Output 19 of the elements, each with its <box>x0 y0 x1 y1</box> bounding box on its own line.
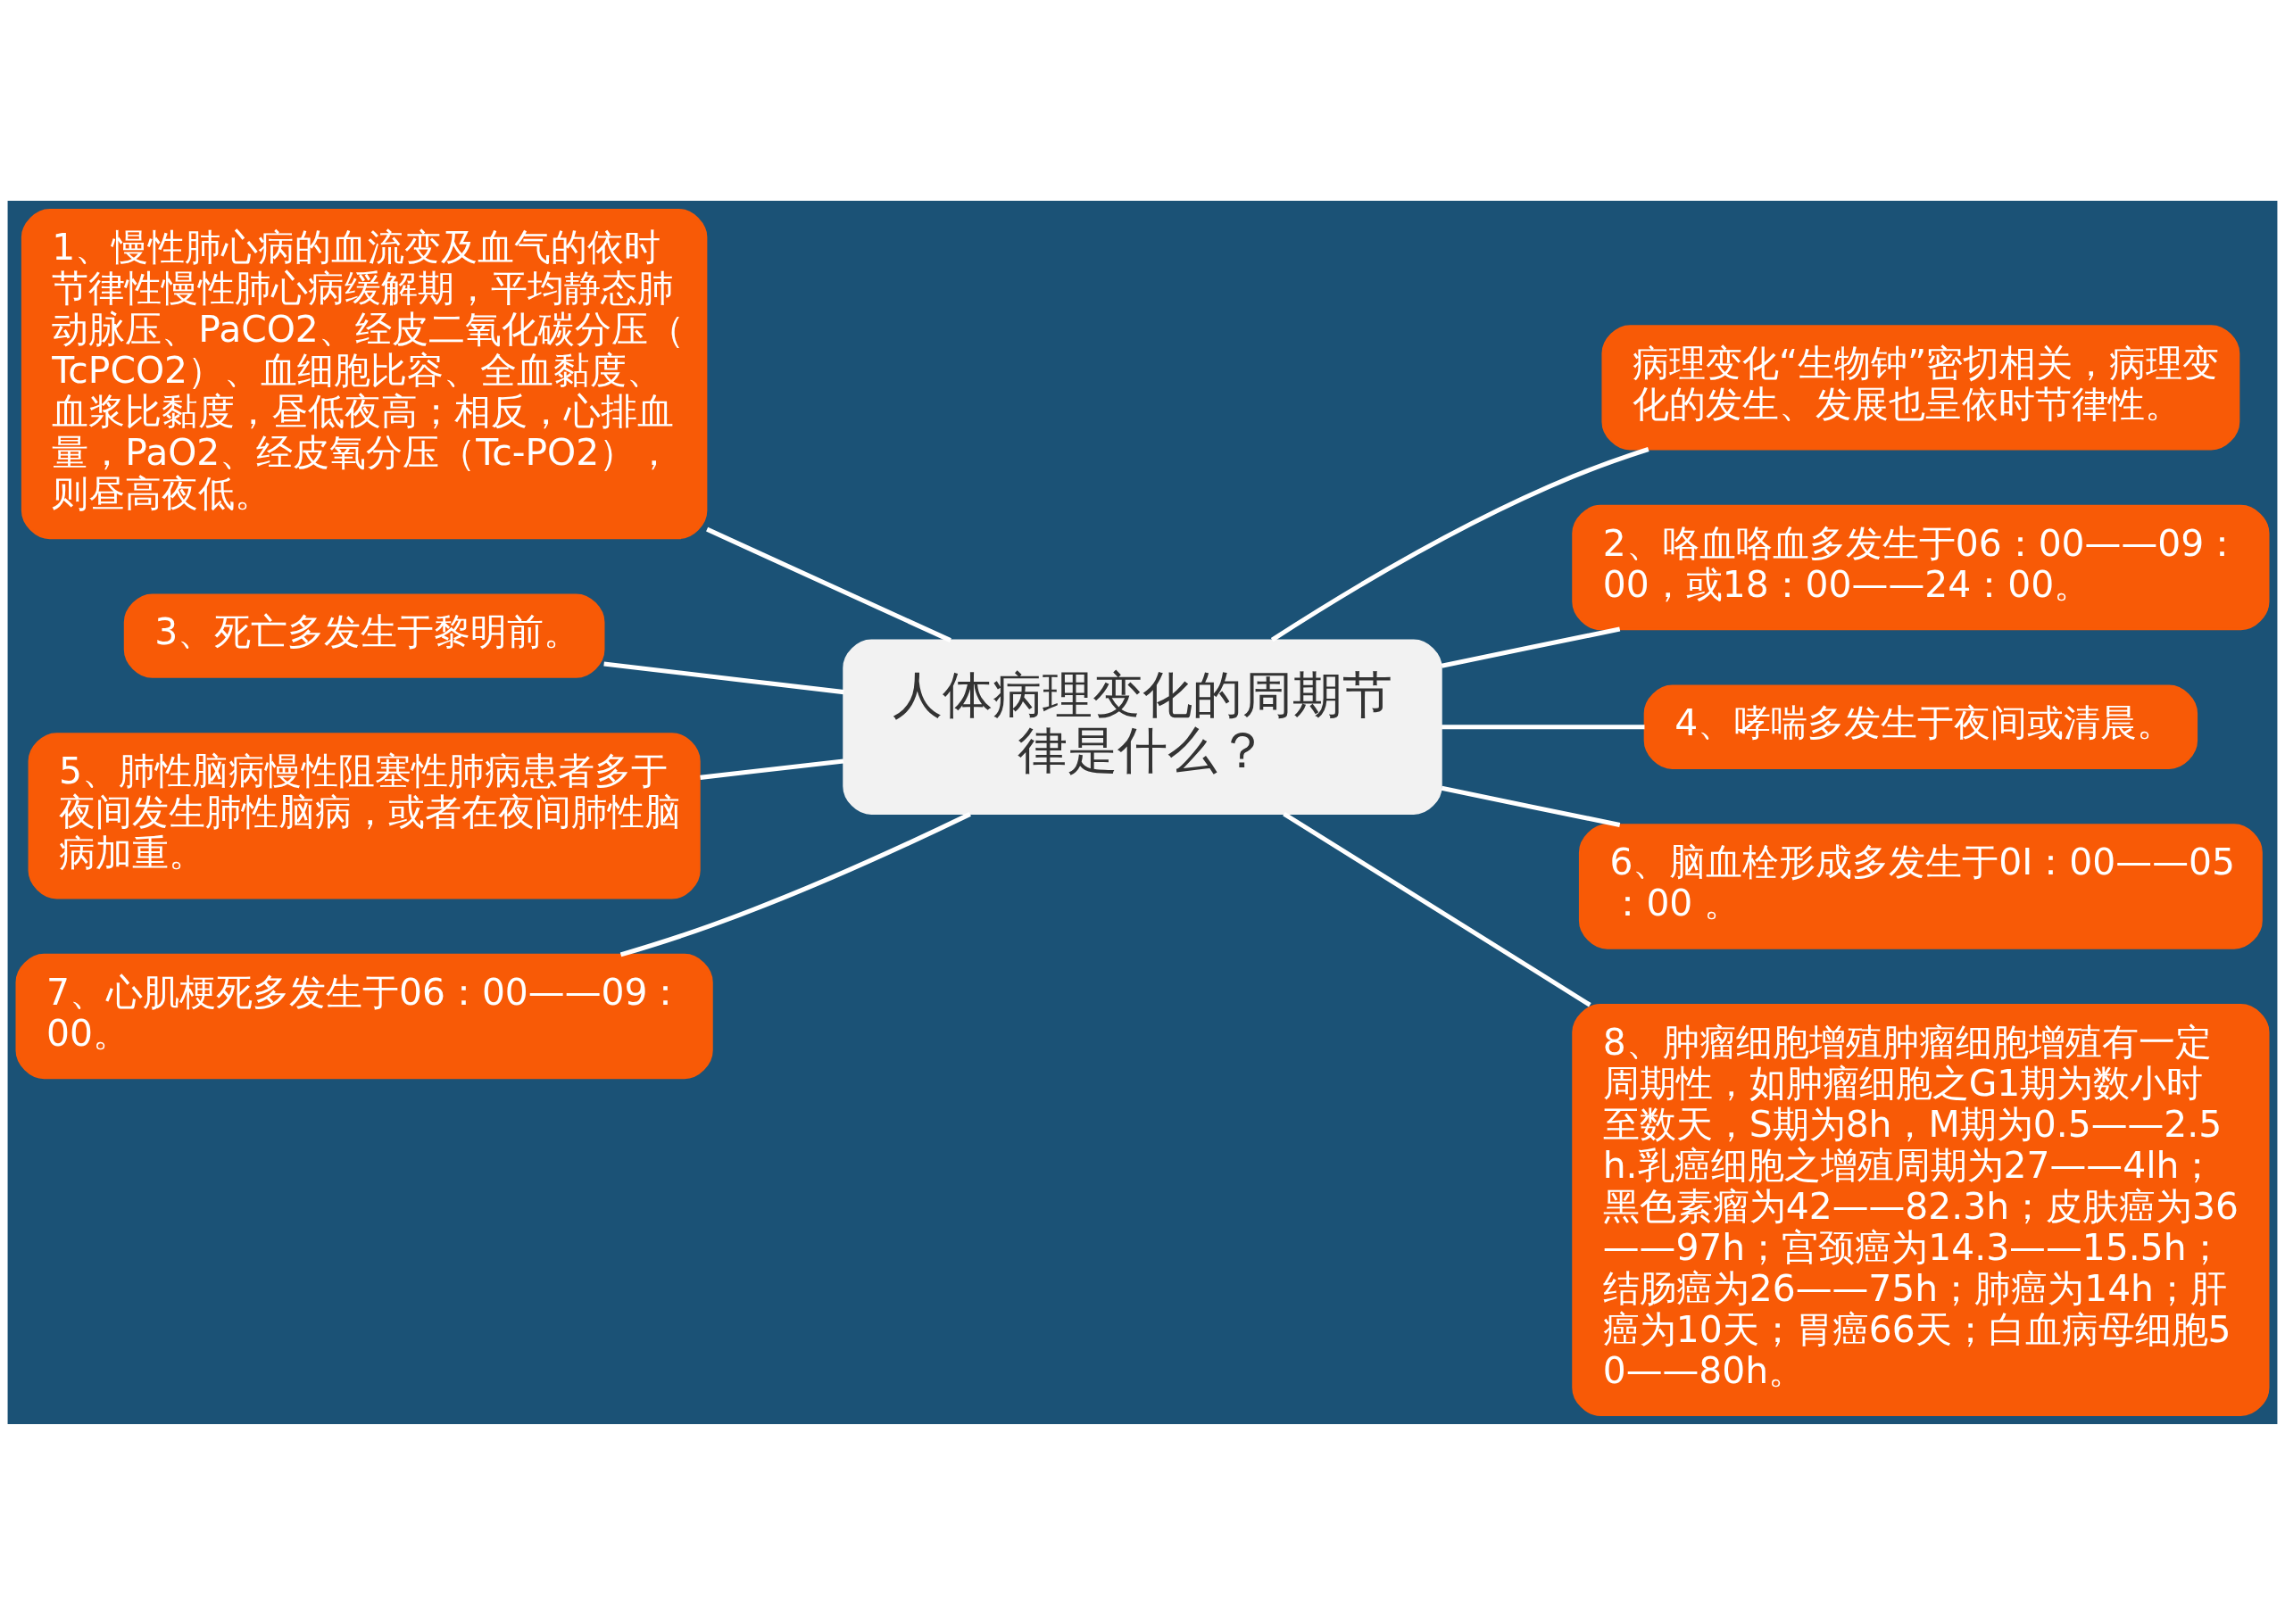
connector <box>1441 626 1621 668</box>
node-box: 2、咯血咯血多发生于06：00——09：00，或18：00——24：00。 <box>1572 504 2270 630</box>
connector <box>619 811 971 957</box>
node-box: 8、肿瘤细胞增殖肿瘤细胞增殖有一定周期性，如肿瘤细胞之G1期为数小时至数天，S期为8h，M期为0.5——2.5h.乳癌细胞之增殖周期为27——4lh；黑色素瘤为42——82.3h；皮肤癌为36——97h；宫颈癌为14.3——15.5h；结肠癌为26——75h；肺癌为14h；肝癌为10天；胃癌66天；白血病母细胞50——80h。 <box>1572 1003 2270 1416</box>
node-box: 病理变化“生物钟”密切相关，病理变化的发生、发展也呈依时节律性。 <box>1601 324 2240 451</box>
connector <box>700 758 844 780</box>
node-box: 5、肺性脑病慢性阻塞性肺病患者多于夜间发生肺性脑病，或者在夜间肺性脑病加重。 <box>28 732 701 899</box>
connector <box>706 526 951 642</box>
node-box: 7、心肌梗死多发生于06：00——09：00。 <box>15 953 713 1079</box>
connector <box>1283 811 1591 1007</box>
connector <box>603 660 844 694</box>
connector <box>1442 724 1645 729</box>
node-box: 6、脑血栓形成多发生于0I：00——05：00 。 <box>1578 823 2263 949</box>
node-box: 3、死亡多发生于黎明前。 <box>123 592 605 678</box>
connector <box>1441 785 1621 827</box>
node-box: 人体病理变化的周期节律是什么？ <box>843 638 1442 815</box>
node-box: 1、慢性肺心病的血流变及血气的依时节律性慢性肺心病缓解期，平均静态肺动脉压、PaCO2、经皮二氧化碳分压（TcPCO2）、血细胞比容、全血黏度、血浆比黏度，昼低夜高；相反，心排血量，PaO2、经皮氧分压（Tc-PO2），则昼高夜低。 <box>21 208 708 539</box>
connector <box>1270 446 1649 642</box>
node-box: 4、哮喘多发生于夜间或清晨。 <box>1643 684 2198 769</box>
